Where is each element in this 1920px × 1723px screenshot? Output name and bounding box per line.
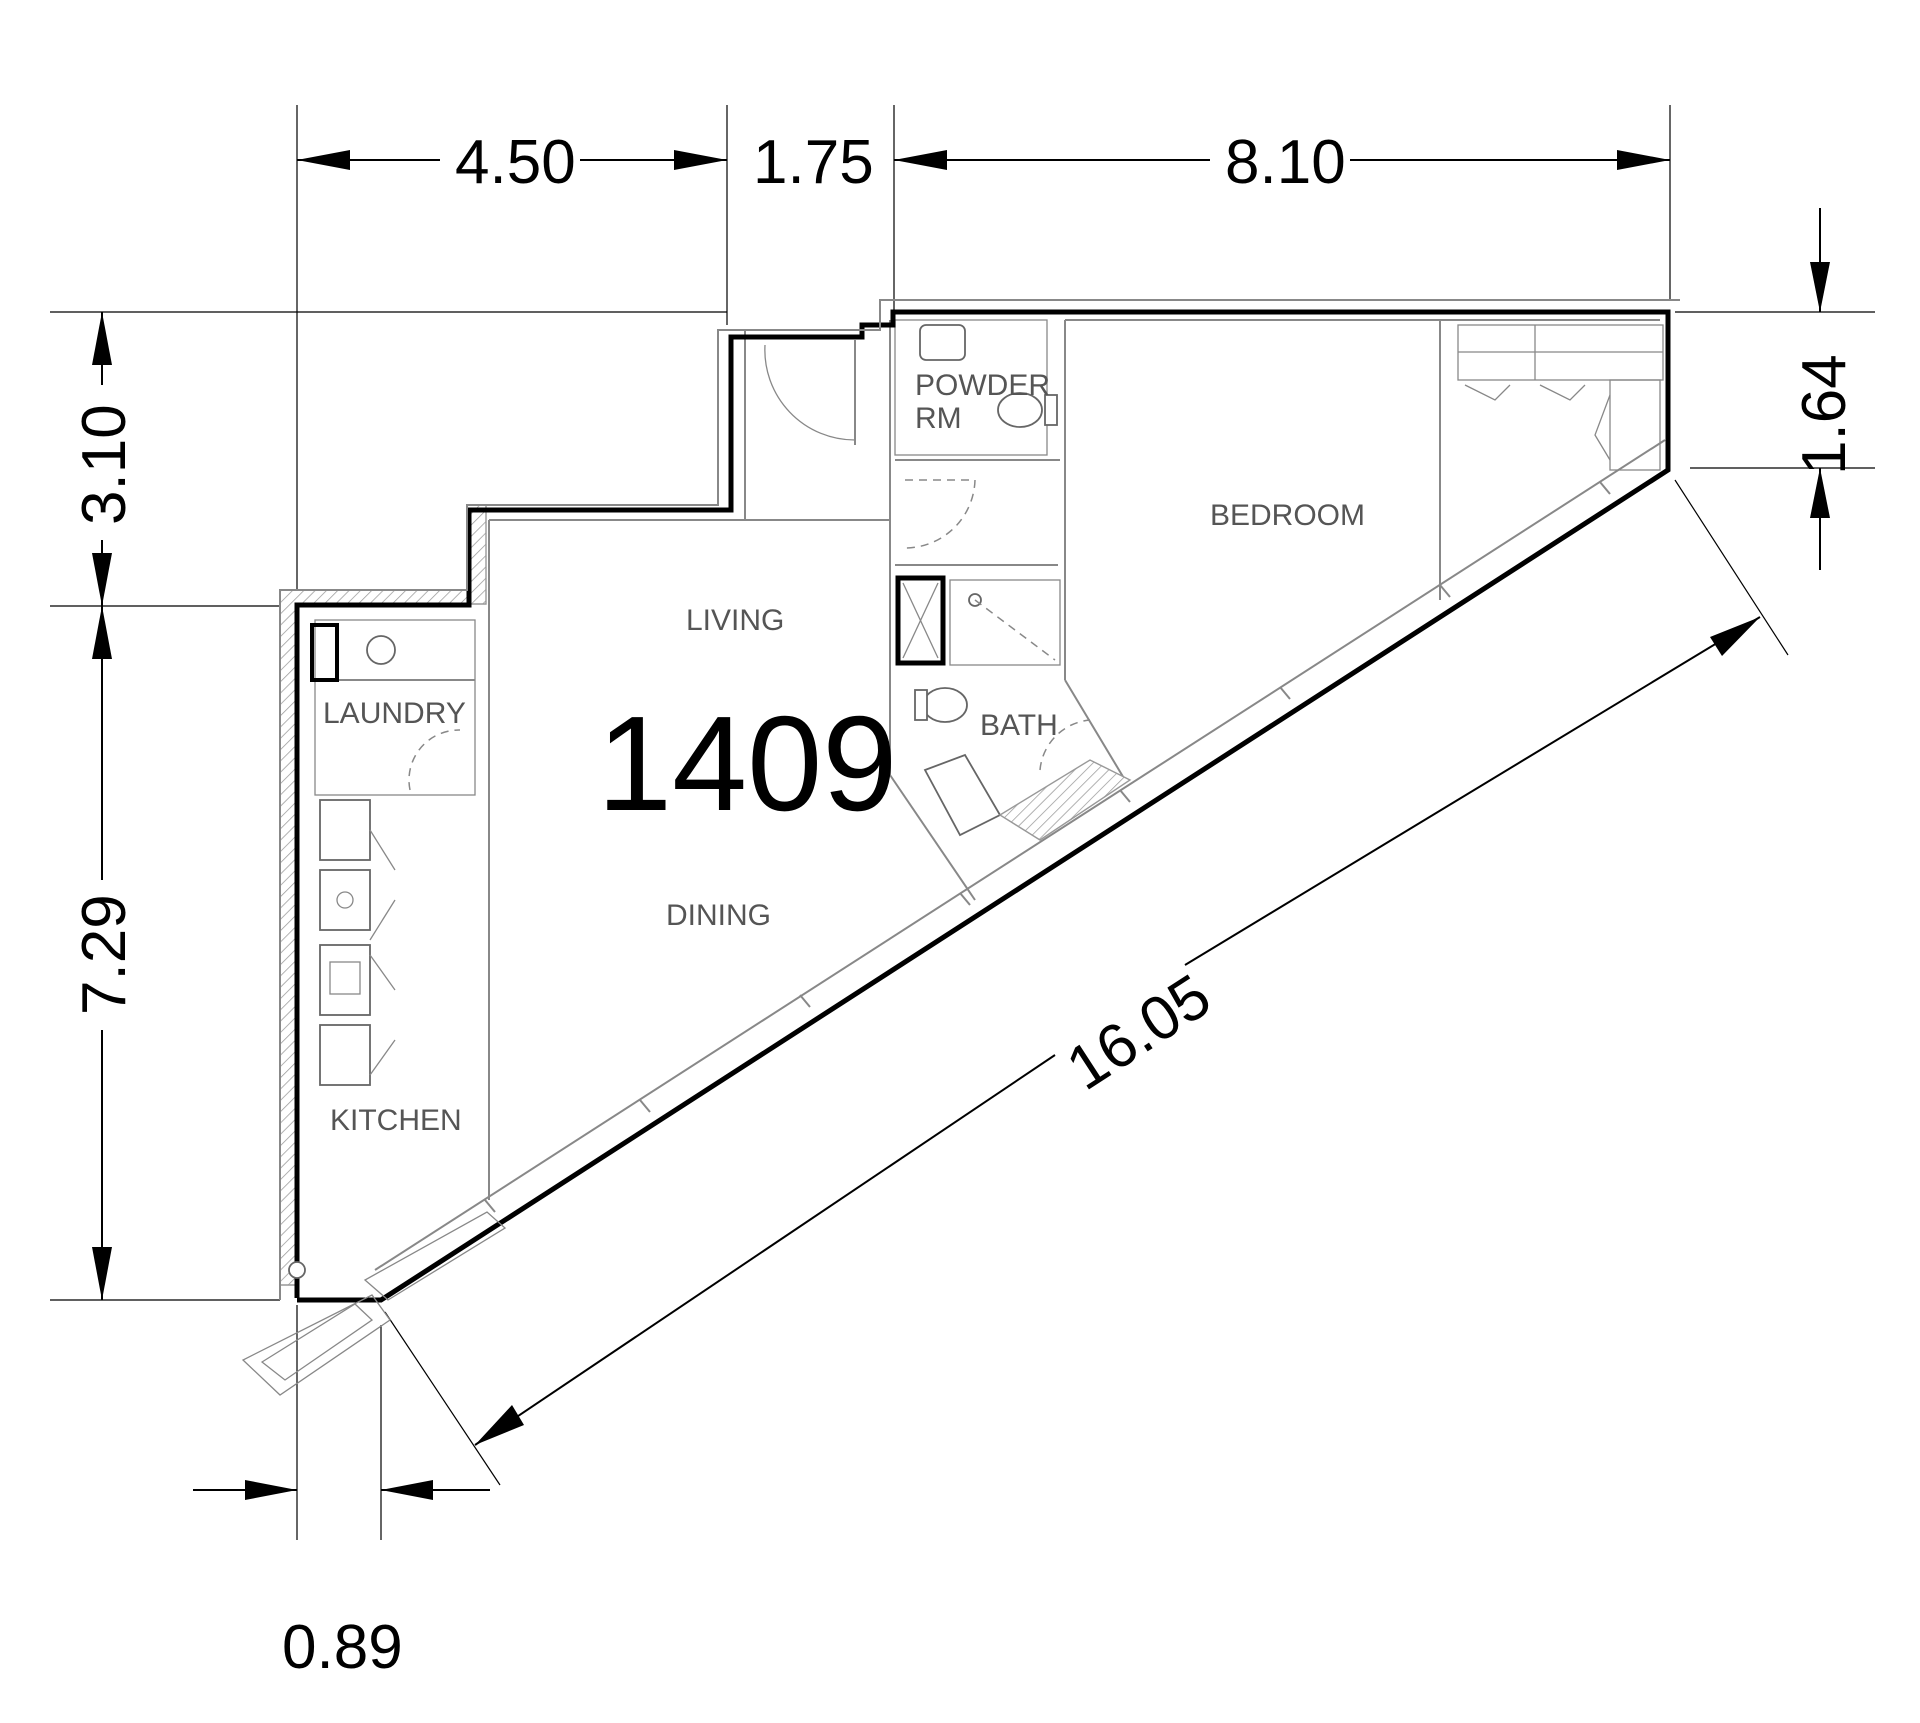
room-label-powder: POWDER bbox=[915, 369, 1050, 402]
dimension-labels: 4.50 1.75 8.10 3.10 7.29 1.64 16.05 0.89 bbox=[70, 128, 1859, 1682]
riser-icon bbox=[895, 575, 946, 666]
unit-boundary bbox=[279, 299, 1680, 1303]
unit-number: 1409 bbox=[597, 688, 897, 839]
dim-top-right: 8.10 bbox=[1225, 128, 1346, 197]
fixtures bbox=[310, 324, 1664, 1086]
room-label-laundry: LAUNDRY bbox=[323, 697, 466, 730]
fridge-icon bbox=[319, 799, 371, 861]
room-label-dining: DINING bbox=[666, 899, 771, 932]
dim-diagonal: 16.05 bbox=[1055, 961, 1223, 1103]
room-label-living: LIVING bbox=[686, 604, 784, 637]
dim-top-middle: 1.75 bbox=[753, 128, 874, 197]
riser-icon bbox=[310, 623, 339, 682]
dim-left-upper: 3.10 bbox=[70, 404, 139, 525]
room-label-bath: BATH bbox=[980, 709, 1058, 742]
toilet-icon bbox=[922, 687, 968, 723]
toilet-icon bbox=[997, 392, 1043, 428]
vanity-icon bbox=[923, 753, 1002, 837]
shower-icon bbox=[949, 579, 1061, 666]
room-label-kitchen: KITCHEN bbox=[330, 1104, 462, 1137]
room-labels: POWDER RM LAUNDRY LIVING DINING KITCHEN … bbox=[323, 369, 1365, 1137]
dimension-lines bbox=[50, 105, 1875, 1540]
cooktop-icon bbox=[319, 869, 371, 931]
room-label-powder-rm: RM bbox=[915, 402, 962, 435]
room-label-bedroom: BEDROOM bbox=[1210, 499, 1365, 532]
exterior-wall-hatching bbox=[279, 504, 487, 1286]
washing-machine-icon bbox=[366, 635, 396, 665]
planter-box bbox=[241, 1211, 507, 1396]
sink-icon bbox=[319, 944, 371, 1016]
interior-walls bbox=[314, 319, 1666, 1271]
dim-bottom: 0.89 bbox=[282, 1613, 403, 1682]
dim-right-upper: 1.64 bbox=[1790, 354, 1859, 475]
dim-top-left: 4.50 bbox=[455, 128, 576, 197]
dishwasher-icon bbox=[319, 1024, 371, 1086]
dim-left-lower: 7.29 bbox=[70, 894, 139, 1015]
basin-icon bbox=[919, 324, 966, 361]
